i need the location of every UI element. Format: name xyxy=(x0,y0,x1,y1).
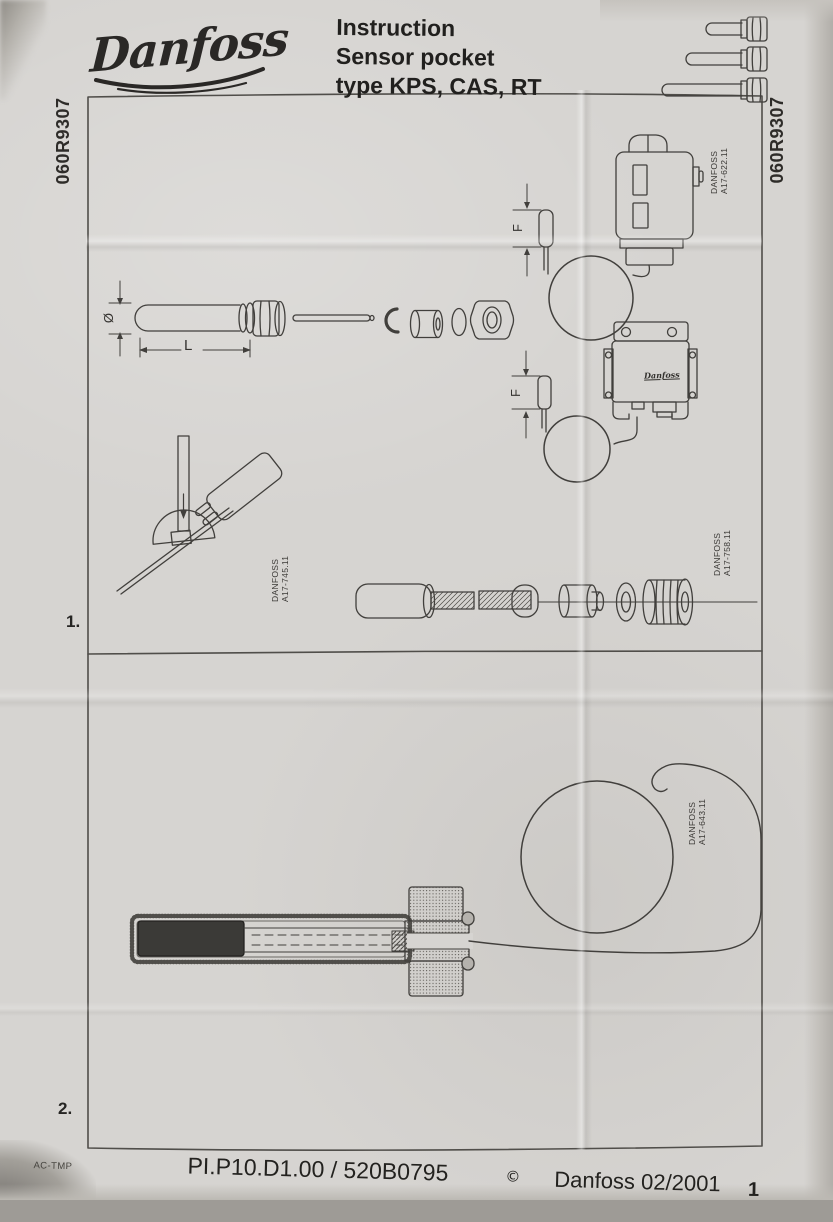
part-label-line: DANFOSS xyxy=(270,558,280,602)
danfoss-logo-swash xyxy=(94,67,265,94)
part-label-a17-622: DANFOSS A17-622.11 xyxy=(709,134,729,194)
insertion-drawing xyxy=(116,435,283,595)
exploded-assembly-drawing xyxy=(355,578,758,626)
pocket-variants-drawing xyxy=(661,16,768,103)
part-label-line: A17-622.11 xyxy=(719,147,729,194)
copyright-symbol: © xyxy=(505,1167,521,1186)
part-label-line: A17-745.11 xyxy=(280,555,290,602)
title-line: Sensor pocket xyxy=(335,42,495,71)
page-frame xyxy=(87,92,763,1151)
part-label-a17-643: DANFOSS A17-643.11 xyxy=(687,785,707,845)
dim-label-length: L xyxy=(184,337,193,354)
dim-label-diameter: Ø xyxy=(101,312,117,324)
part-label-line: A17-643.11 xyxy=(697,798,707,845)
cas-box-logo: Danfoss xyxy=(643,369,680,381)
part-label-a17-745: DANFOSS A17-745.11 xyxy=(270,542,290,602)
footer-publisher: Danfoss 02/2001 xyxy=(553,1166,721,1197)
page-number: 1 xyxy=(747,1178,760,1202)
pocket-dimension-drawing xyxy=(108,280,515,358)
footer-left-code: AC-TMP xyxy=(33,1160,73,1173)
cross-section-drawing xyxy=(129,763,762,997)
part-label-line: DANFOSS xyxy=(687,801,697,845)
part-label-line: DANFOSS xyxy=(709,150,719,194)
dim-label-f-upper: F xyxy=(509,224,525,232)
section-number-1: 1. xyxy=(66,612,81,631)
title-line: Instruction xyxy=(336,13,456,42)
cas-switch-drawing xyxy=(511,321,698,483)
document-title: Instruction Sensor pocket type KPS, CAS,… xyxy=(336,13,543,102)
section-number-2: 2. xyxy=(58,1099,73,1118)
edge-code-left: 060R9307 xyxy=(53,97,73,185)
rt-switch-drawing xyxy=(512,134,704,341)
dim-label-f-lower: F xyxy=(507,389,523,397)
part-label-line: A17-758.11 xyxy=(722,529,732,576)
edge-code-right: 060R9307 xyxy=(767,96,787,184)
part-label-line: DANFOSS xyxy=(712,532,722,576)
part-label-a17-758: DANFOSS A17-758.11 xyxy=(712,516,732,576)
title-line: type KPS, CAS, RT xyxy=(335,71,542,101)
